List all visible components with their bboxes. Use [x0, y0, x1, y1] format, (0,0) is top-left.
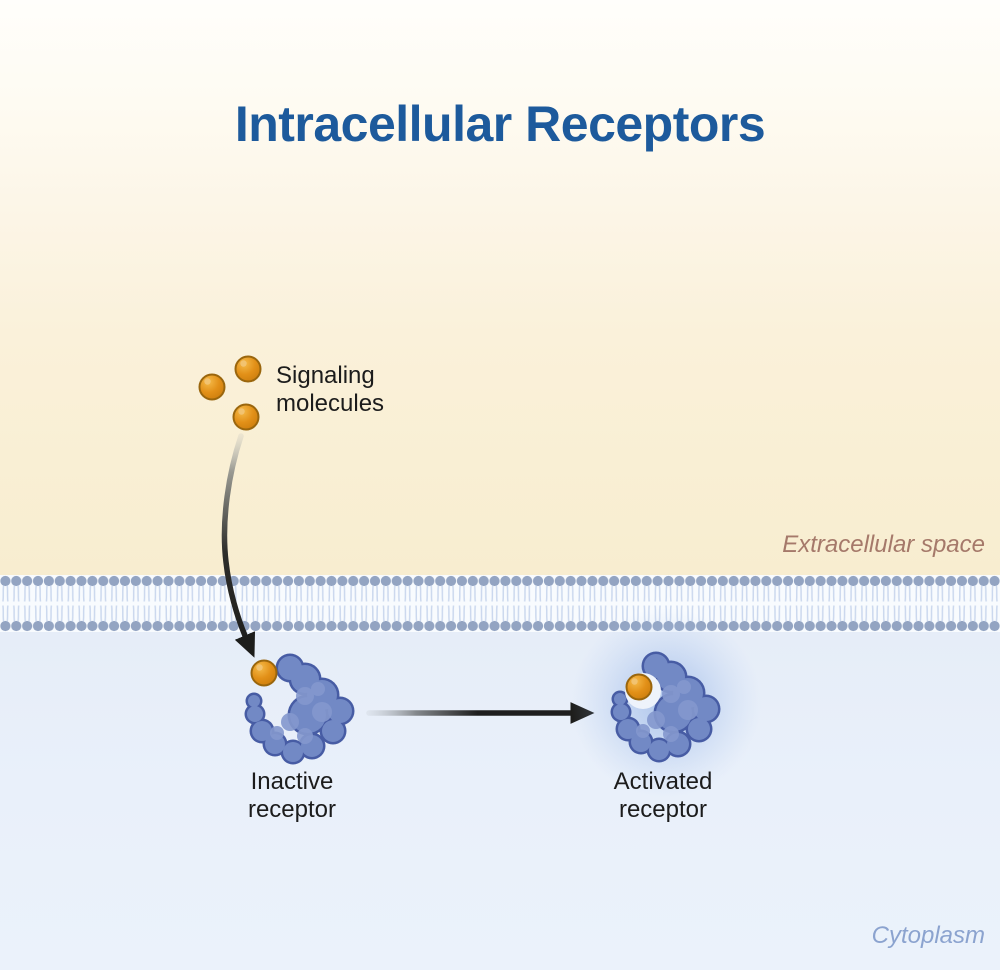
page-title: Intracellular Receptors: [234, 96, 766, 152]
signaling-molecules-icon: [198, 355, 262, 431]
extracellular-space-label: Extracellular space: [782, 531, 985, 558]
ligand-entry-arrow: [221, 433, 256, 658]
activated-receptor-icon: [571, 608, 761, 798]
inactive-receptor-label: Inactive receptor: [247, 768, 337, 823]
inactive-receptor-icon: [244, 653, 355, 765]
extracellular-region: [0, 0, 1000, 577]
signaling-molecules-label: Signaling molecules: [276, 362, 385, 417]
plasma-membrane: [0, 575, 1000, 632]
cytoplasm-region: [0, 632, 1000, 970]
activated-receptor-label: Activated receptor: [613, 768, 713, 823]
cytoplasm-label: Cytoplasm: [871, 922, 985, 949]
